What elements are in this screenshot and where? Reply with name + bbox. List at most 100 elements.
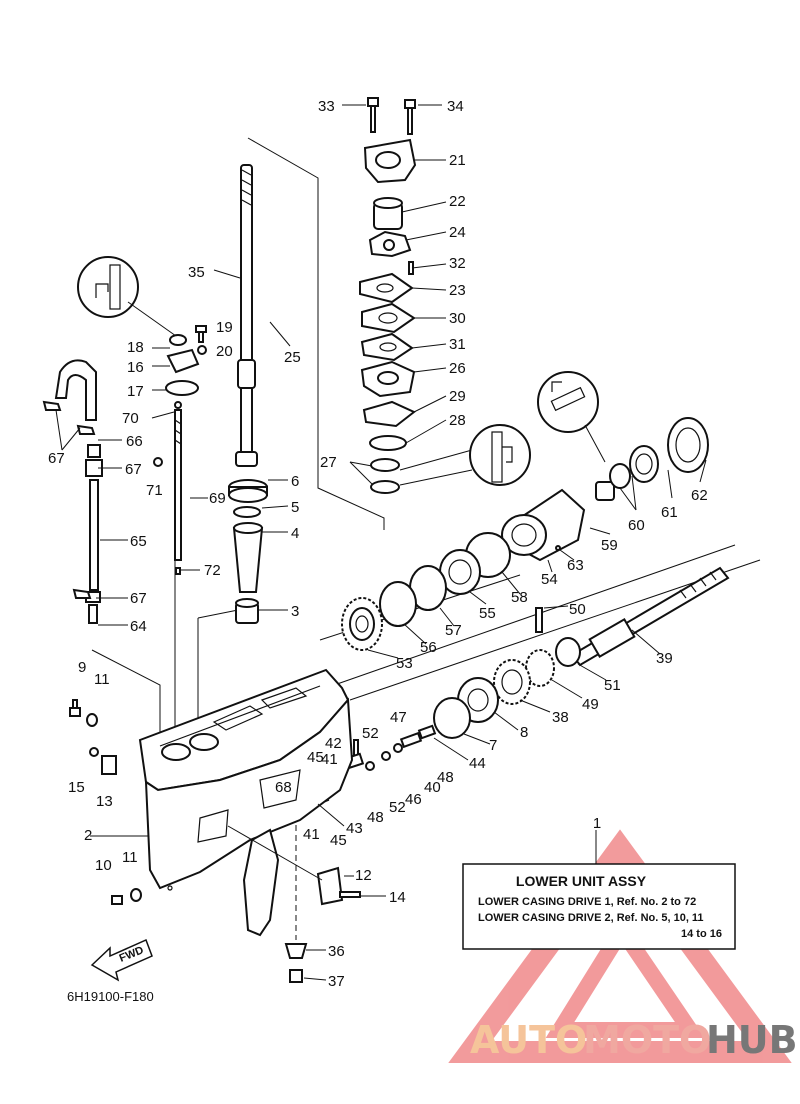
- callout-6: 6: [291, 473, 299, 490]
- callout-37: 37: [328, 973, 345, 990]
- callout-52-bottom: 52: [389, 799, 406, 816]
- callout-48-left: 48: [367, 809, 384, 826]
- callout-23: 23: [449, 282, 466, 299]
- callout-5: 5: [291, 499, 299, 516]
- callout-29: 29: [449, 388, 466, 405]
- diagram-code: 6H19100-F180: [67, 989, 154, 1004]
- propeller-shaft-housing: [341, 371, 709, 651]
- callout-4: 4: [291, 525, 299, 542]
- callout-22: 22: [449, 193, 466, 210]
- callout-20: 20: [216, 343, 233, 360]
- callout-66: 66: [126, 433, 143, 450]
- callout-26: 26: [449, 360, 466, 377]
- callout-49: 49: [582, 696, 599, 713]
- callout-62: 62: [691, 487, 708, 504]
- callout-44: 44: [469, 755, 486, 772]
- callout-57: 57: [445, 622, 462, 639]
- casing-fasteners: [69, 699, 361, 983]
- callout-27: 27: [320, 454, 337, 471]
- watermark-part-2: MOTO: [583, 1018, 711, 1062]
- callout-16: 16: [127, 359, 144, 376]
- callout-67-mid: 67: [125, 461, 142, 478]
- drive-shaft-35: [235, 164, 258, 467]
- callout-17: 17: [127, 383, 144, 400]
- callout-50: 50: [569, 601, 586, 618]
- callout-61: 61: [661, 504, 678, 521]
- callout-8: 8: [520, 724, 528, 741]
- callout-71: 71: [146, 482, 163, 499]
- callout-12: 12: [355, 867, 372, 884]
- callout-56: 56: [420, 639, 437, 656]
- callout-35: 35: [188, 264, 205, 281]
- callout-65: 65: [130, 533, 147, 550]
- callout-39: 39: [656, 650, 673, 667]
- callout-48-right: 48: [437, 769, 454, 786]
- callout-36: 36: [328, 943, 345, 960]
- callout-60: 60: [628, 517, 645, 534]
- callout-42: 42: [325, 735, 342, 752]
- callout-45-top: 45: [307, 749, 324, 766]
- callout-63: 63: [567, 557, 584, 574]
- callout-11-bottom: 11: [122, 849, 138, 866]
- watermark-text: AUTO MOTO HUB: [470, 1018, 798, 1062]
- callout-labels: 33 34 21 22 24 32 23 30 31 26 29 28 27 3…: [48, 98, 708, 990]
- callout-40: 40: [424, 779, 441, 796]
- callout-24: 24: [449, 224, 466, 241]
- callout-9: 9: [78, 659, 86, 676]
- callout-67-top: 67: [48, 450, 65, 467]
- callout-55: 55: [479, 605, 496, 622]
- callout-70: 70: [122, 410, 139, 427]
- callout-68: 68: [275, 779, 292, 796]
- callout-30: 30: [449, 310, 466, 327]
- info-box-line-3: 14 to 16: [681, 928, 722, 940]
- callout-15: 15: [68, 779, 85, 796]
- callout-45-bottom: 45: [330, 832, 347, 849]
- callout-13: 13: [96, 793, 113, 810]
- info-box-line-2: LOWER CASING DRIVE 2, Ref. No. 5, 10, 11: [478, 912, 704, 924]
- callout-10: 10: [95, 857, 112, 874]
- info-box-title: LOWER UNIT ASSY: [516, 873, 647, 889]
- callout-11-top: 11: [94, 671, 110, 688]
- callout-18: 18: [127, 339, 144, 356]
- callout-2: 2: [84, 827, 92, 844]
- lower-casing-2: [138, 668, 354, 937]
- callout-47: 47: [390, 709, 407, 726]
- watermark-logo: [448, 829, 792, 1063]
- shaft-bearing-parts: [228, 479, 268, 624]
- callout-31: 31: [449, 336, 466, 353]
- callout-67-bottom: 67: [130, 590, 147, 607]
- shift-rod-assembly: [42, 256, 207, 624]
- callout-34: 34: [447, 98, 464, 115]
- callout-21: 21: [449, 152, 466, 169]
- callout-32: 32: [449, 255, 466, 272]
- callout-69: 69: [209, 490, 226, 507]
- propeller-shaft-39: [433, 566, 730, 739]
- fwd-arrow-icon: FWD: [90, 938, 153, 982]
- info-box-line-1: LOWER CASING DRIVE 1, Ref. No. 2 to 72: [478, 896, 696, 908]
- callout-3: 3: [291, 603, 299, 620]
- callout-64: 64: [130, 618, 147, 635]
- callout-7: 7: [489, 737, 497, 754]
- callout-51: 51: [604, 677, 621, 694]
- callout-28: 28: [449, 412, 466, 429]
- callout-46: 46: [405, 791, 422, 808]
- callout-54: 54: [541, 571, 558, 588]
- watermark-part-1: AUTO: [470, 1018, 587, 1062]
- callout-14: 14: [389, 889, 406, 906]
- info-box: 1 LOWER UNIT ASSY LOWER CASING DRIVE 1, …: [462, 815, 736, 950]
- watermark-part-3: HUB: [706, 1018, 798, 1062]
- callout-33: 33: [318, 98, 335, 115]
- callout-53: 53: [396, 655, 413, 672]
- callout-72: 72: [204, 562, 221, 579]
- callout-52-top: 52: [362, 725, 379, 742]
- callout-41-left: 41: [303, 826, 320, 843]
- callout-41-right: 41: [321, 751, 338, 768]
- callout-58: 58: [511, 589, 528, 606]
- callout-59: 59: [601, 537, 618, 554]
- callout-38: 38: [552, 709, 569, 726]
- water-pump-assembly: [359, 97, 417, 494]
- callout-19: 19: [216, 319, 233, 336]
- callout-43: 43: [346, 820, 363, 837]
- callout-1: 1: [593, 815, 601, 832]
